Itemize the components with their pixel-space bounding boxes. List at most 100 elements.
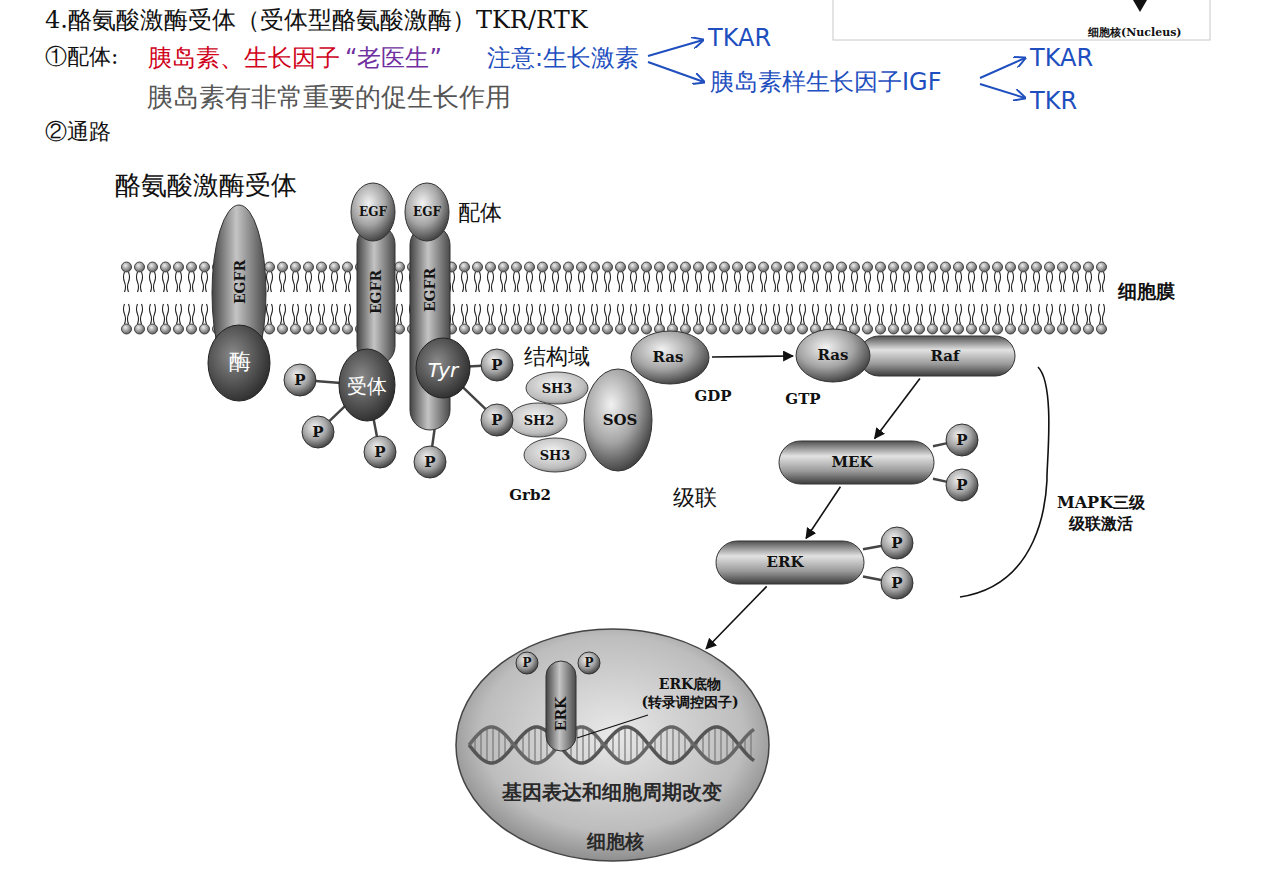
handwritten-note: “老医生” [345, 42, 442, 74]
protein-ellipse: RasGTP [795, 328, 871, 383]
note-arrow [980, 58, 1025, 78]
domain-lobe-shape [524, 438, 586, 472]
phosphate-circle: P [283, 363, 317, 397]
ball-shape [796, 329, 870, 382]
ball-shape [364, 436, 396, 468]
callout-label: ERK底物 (转录调控因子) [630, 676, 750, 712]
handwritten-note: 受体 [347, 373, 387, 400]
ball-shape [881, 567, 913, 599]
protein-label: Ras [818, 346, 849, 364]
section-label: ①配体: [45, 42, 118, 72]
note-arrow [980, 84, 1025, 98]
ball-shape [405, 183, 449, 241]
domain-lobe-shape [526, 372, 588, 404]
handwritten-note: 酶 [229, 347, 251, 377]
phosphate-link [462, 386, 486, 409]
phosphate-label: P [956, 431, 967, 449]
phosphate-link [315, 381, 341, 383]
ball-shape [302, 416, 334, 448]
receptor-body [357, 225, 395, 365]
kinase-bar: Raf [858, 335, 1016, 377]
leader-line [577, 715, 648, 738]
bracket-label: MAPK三级级联激活 [1056, 493, 1146, 535]
phosphate-circle: P [880, 526, 914, 560]
receptor-shape: EGFR 酶 [205, 203, 272, 402]
image-crop-frame [833, 0, 1210, 40]
signal-arrow [712, 356, 793, 357]
nucleus-ellipse: ERKPP基因表达和细胞周期改变细胞核 [455, 628, 770, 862]
signal-arrow [706, 586, 767, 648]
handwritten-note: TKAR [1030, 44, 1093, 72]
note-arrow [648, 62, 704, 82]
phosphate-link [863, 577, 882, 581]
phosphate-label: P [891, 534, 902, 552]
receptor-name: EGFR [232, 260, 248, 304]
part-label: 细胞膜 [1118, 279, 1175, 305]
ball-shape [481, 349, 513, 381]
part-label: 酪氨酸激酶受体 [115, 168, 297, 203]
kinase-label: ERK [767, 553, 804, 571]
receptor-kinase [208, 325, 270, 401]
phosphate-circle: P [880, 566, 914, 600]
phosphate-label: P [294, 371, 305, 389]
dna-rungs [469, 727, 751, 763]
phosphate-label: P [374, 443, 385, 461]
ligand-circle: EGF [350, 182, 396, 242]
phosphate-link [863, 546, 882, 550]
outcome-text: 基因表达和细胞周期改变 [502, 779, 722, 806]
protein-label: SOS [603, 411, 638, 429]
note-arrow [648, 40, 703, 56]
phosphate-circle: P [413, 445, 447, 479]
ligand-circle: EGF [404, 182, 450, 242]
ball-shape [578, 652, 600, 674]
part-label: 级联 [673, 483, 717, 513]
nucleotide-label: GTP [785, 390, 820, 408]
crop-caption: 细胞核(Nucleus) [1088, 25, 1182, 40]
kinase-bar: ERK [715, 540, 865, 585]
dna-strand [469, 727, 754, 763]
phosphate-link [329, 405, 346, 422]
protein-label: Grb2 [509, 486, 551, 504]
phosphate-circle: P [515, 651, 539, 675]
handwritten-note: 注意:生长激素 [487, 42, 639, 74]
phosphate-label: P [956, 476, 967, 494]
phosphate-label: P [491, 356, 502, 374]
ligand-label: EGF [359, 205, 387, 219]
part-label: 配体 [458, 198, 502, 228]
nucleotide-label: GDP [694, 387, 731, 405]
bar-shape [546, 661, 576, 751]
phosphate-circle: P [480, 403, 514, 437]
domain-label: SH2 [524, 413, 555, 428]
ball-shape [351, 183, 395, 241]
nucleus-label: 细胞核 [587, 829, 644, 855]
ball-shape [516, 652, 538, 674]
phosphate-label: P [312, 423, 323, 441]
domain-label: SH3 [540, 448, 571, 463]
ligand-label: EGF [413, 205, 441, 219]
ball-shape [881, 527, 913, 559]
protein-label: Ras [653, 348, 684, 366]
domain-lobe: SH2 [508, 402, 568, 438]
protein-ellipse: SOS [583, 368, 653, 472]
receptor-shape: EGFR受体 [338, 222, 400, 422]
section-label: ②通路 [45, 117, 111, 147]
bar-shape [859, 336, 1015, 376]
handwritten-note: TKR [1030, 87, 1077, 115]
signal-arrow [875, 379, 920, 439]
handwritten-note: Tyr [428, 358, 459, 382]
phosphate-link [373, 418, 377, 437]
adaptor-group: SH3SH2SH3Grb2 [506, 368, 604, 476]
nucleus-outline [456, 629, 769, 861]
page-title: 4.酪氨酸激酶受体（受体型酪氨酸激酶）TKR/RTK [45, 4, 588, 36]
kinase-label: Raf [931, 347, 960, 365]
kinase-bar: MEK [778, 440, 935, 485]
handwritten-note: 胰岛素、生长因子 [148, 42, 340, 74]
ball-shape [631, 331, 709, 384]
receptor-shape-outline [408, 222, 472, 432]
domain-lobe: SH3 [523, 437, 587, 473]
receptor-shape: EGFRTyr [408, 222, 472, 432]
receptor-body [410, 225, 450, 430]
phosphate-circle: P [363, 435, 397, 469]
phosphate-circle: P [480, 348, 514, 382]
